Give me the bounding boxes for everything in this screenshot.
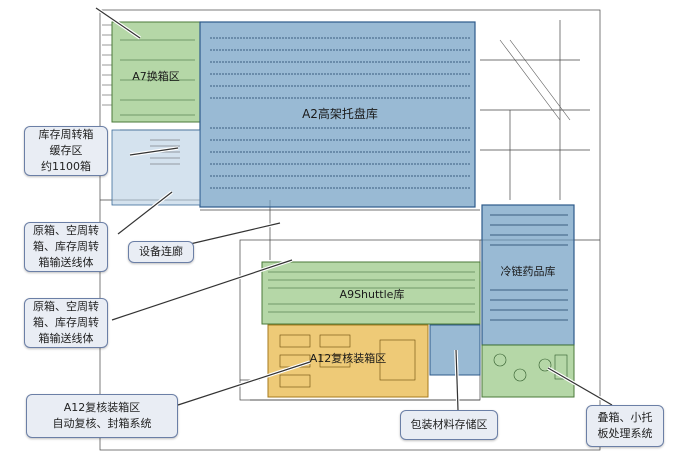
- label-a9: A9Shuttle库: [340, 288, 405, 301]
- callout-corridor: 设备连廊: [128, 241, 194, 263]
- zone-a9: [261, 261, 481, 325]
- callout-conveyor-lower: 原箱、空周转 箱、库存周转 箱输送线体: [24, 298, 108, 348]
- a12-equipment: [279, 334, 416, 388]
- zone-a7: [111, 21, 201, 123]
- zone-a12: [267, 324, 429, 398]
- zone-buffer: [111, 129, 201, 206]
- callout-buffer: 库存周转箱 缓存区 约1100箱: [24, 126, 108, 176]
- label-a2: A2高架托盘库: [302, 106, 378, 121]
- zone-pallet: [481, 344, 575, 398]
- cold-racking: [490, 214, 568, 321]
- a9-racking: [268, 271, 475, 313]
- callout-a12-system: A12复核装箱区 自动复核、封箱系统: [26, 394, 178, 438]
- leader-lines: [95, 6, 613, 411]
- callout-conveyor-upper: 原箱、空周转 箱、库存周转 箱输送线体: [24, 222, 108, 272]
- label-a12: A12复核装箱区: [310, 351, 387, 365]
- callout-packaging: 包装材料存储区: [400, 410, 498, 440]
- callout-pallet: 叠箱、小托 板处理系统: [586, 405, 664, 447]
- zone-cold: [481, 204, 575, 346]
- a2-racking: [210, 37, 470, 189]
- buffer-racking: [150, 139, 180, 165]
- a7-racking: [120, 39, 195, 116]
- stair-hatching: [102, 24, 571, 121]
- label-a7: A7换箱区: [132, 69, 180, 83]
- label-cold: 冷链药品库: [501, 264, 556, 278]
- pallet-equipment: [493, 353, 568, 382]
